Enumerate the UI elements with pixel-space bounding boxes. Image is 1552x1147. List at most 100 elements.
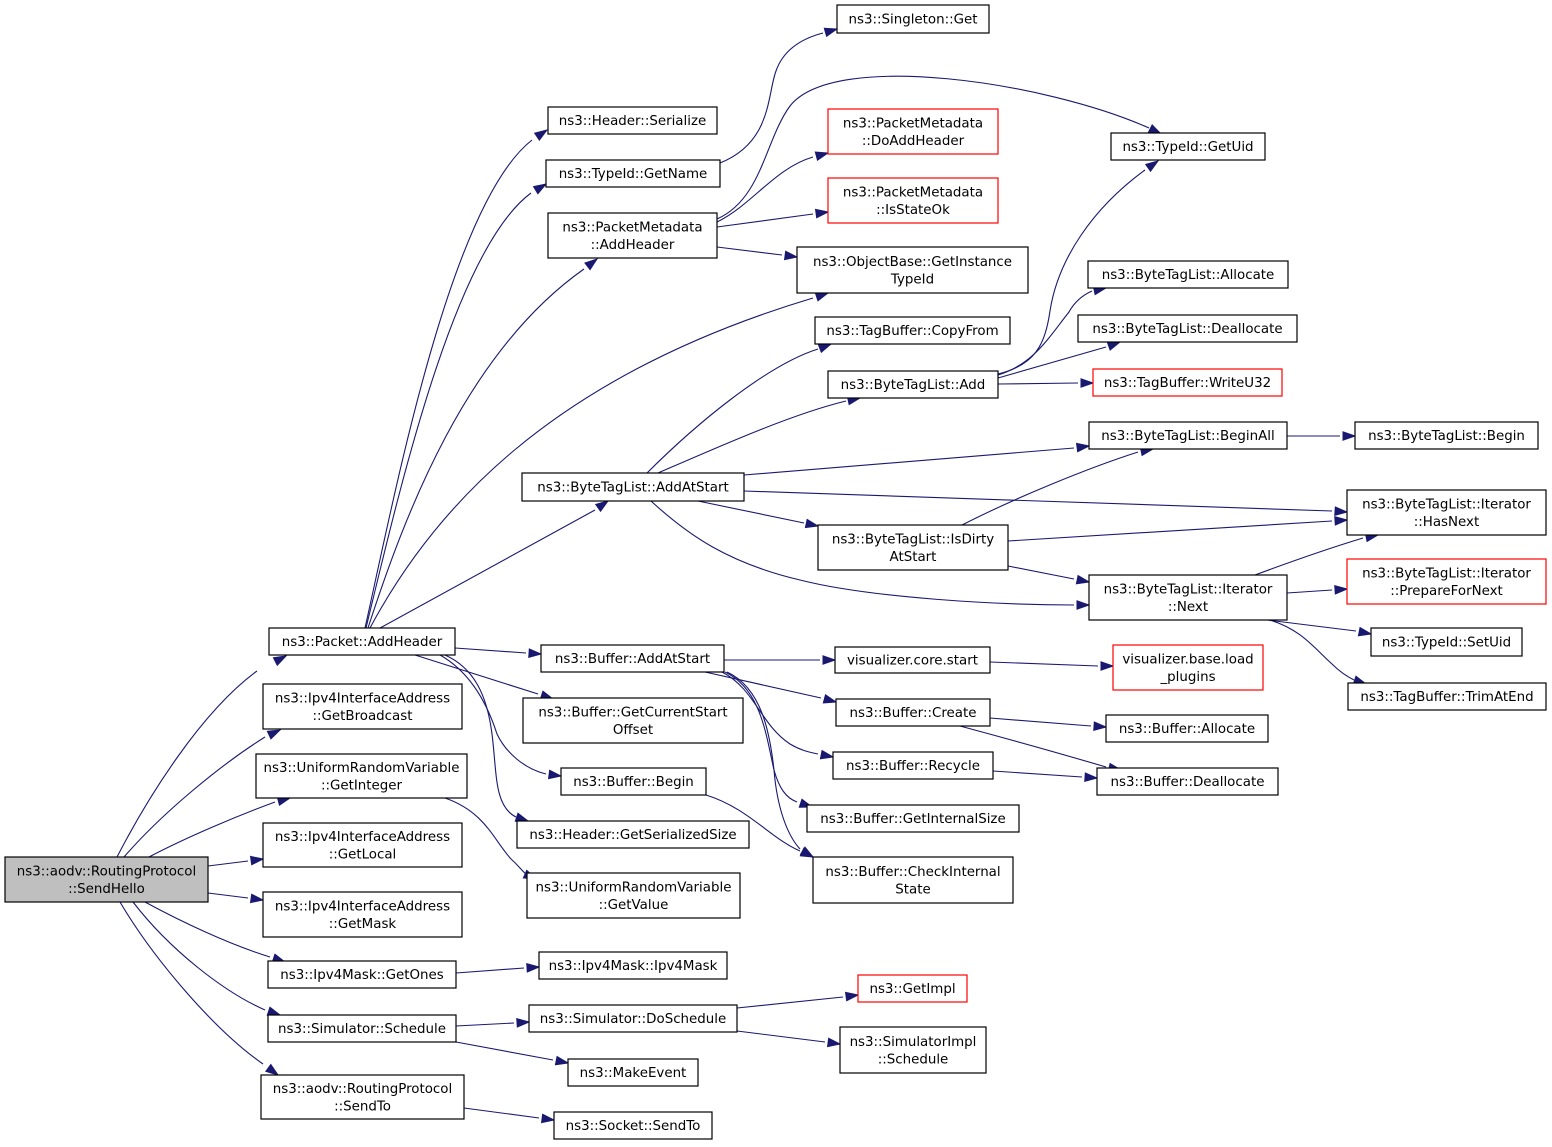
- node-box[interactable]: [834, 646, 991, 674]
- node-box[interactable]: [806, 804, 1020, 833]
- node-box[interactable]: [1105, 714, 1269, 743]
- node-ipv4ia-getlocal[interactable]: ns3::Ipv4InterfaceAddress::GetLocal: [262, 822, 463, 868]
- node-box[interactable]: [567, 1058, 699, 1087]
- node-ipv4ia-getbroadcast[interactable]: ns3::Ipv4InterfaceAddress::GetBroadcast: [262, 683, 463, 730]
- node-box[interactable]: [268, 627, 456, 656]
- node-box[interactable]: [1096, 767, 1279, 796]
- node-box[interactable]: [267, 960, 457, 989]
- node-box[interactable]: [516, 820, 750, 849]
- node-box[interactable]: [547, 106, 718, 135]
- node-box[interactable]: [1112, 644, 1264, 691]
- node-box[interactable]: [1088, 421, 1288, 450]
- node-box[interactable]: [796, 246, 1029, 294]
- node-urv-getvalue[interactable]: ns3::UniformRandomVariable::GetValue: [526, 872, 741, 919]
- node-simimpl-schedule[interactable]: ns3::SimulatorImpl::Schedule: [839, 1026, 987, 1074]
- node-buffer-begin[interactable]: ns3::Buffer::Begin: [560, 767, 707, 796]
- node-box[interactable]: [827, 370, 999, 399]
- node-box[interactable]: [538, 951, 728, 980]
- node-box[interactable]: [255, 753, 468, 799]
- node-box[interactable]: [1077, 314, 1298, 343]
- node-getimpl[interactable]: ns3::GetImpl: [857, 974, 968, 1003]
- node-box[interactable]: [832, 751, 994, 780]
- node-buffer-allocate[interactable]: ns3::Buffer::Allocate: [1105, 714, 1269, 743]
- node-tagbuffer-writeu32[interactable]: ns3::TagBuffer::WriteU32: [1092, 368, 1283, 397]
- node-box[interactable]: [812, 856, 1014, 904]
- node-pm-doaddheader[interactable]: ns3::PacketMetadata::DoAddHeader: [827, 108, 999, 155]
- node-box[interactable]: [1346, 558, 1547, 605]
- node-buffer-addatstart[interactable]: ns3::Buffer::AddAtStart: [540, 644, 725, 673]
- node-btl-iter-hasnext[interactable]: ns3::ByteTagList::Iterator::HasNext: [1346, 489, 1547, 536]
- node-tagbuffer-copyfrom[interactable]: ns3::TagBuffer::CopyFrom: [814, 316, 1011, 345]
- node-typeid-getname[interactable]: ns3::TypeId::GetName: [545, 159, 721, 188]
- node-root[interactable]: ns3::aodv::RoutingProtocol::SendHello: [4, 856, 209, 903]
- node-btl-begin[interactable]: ns3::ByteTagList::Begin: [1354, 421, 1539, 450]
- node-header-getserializedsize[interactable]: ns3::Header::GetSerializedSize: [516, 820, 750, 849]
- node-box[interactable]: [814, 316, 1011, 345]
- node-header-serialize[interactable]: ns3::Header::Serialize: [547, 106, 718, 135]
- node-box[interactable]: [857, 974, 968, 1003]
- node-buffer-getinternalsize[interactable]: ns3::Buffer::GetInternalSize: [806, 804, 1020, 833]
- node-box[interactable]: [260, 1074, 465, 1120]
- node-box[interactable]: [262, 891, 463, 938]
- node-pm-addheader[interactable]: ns3::PacketMetadata::AddHeader: [547, 212, 718, 259]
- node-box[interactable]: [1346, 489, 1547, 536]
- node-sim-schedule[interactable]: ns3::Simulator::Schedule: [267, 1014, 457, 1043]
- node-aodv-sendto[interactable]: ns3::aodv::RoutingProtocol::SendTo: [260, 1074, 465, 1120]
- node-buffer-create[interactable]: ns3::Buffer::Create: [835, 698, 991, 727]
- node-pm-isstateok[interactable]: ns3::PacketMetadata::IsStateOk: [827, 177, 999, 224]
- node-box[interactable]: [262, 683, 463, 730]
- node-socket-sendto[interactable]: ns3::Socket::SendTo: [553, 1111, 713, 1140]
- node-ipv4ia-getmask[interactable]: ns3::Ipv4InterfaceAddress::GetMask: [262, 891, 463, 938]
- node-sim-doschedule[interactable]: ns3::Simulator::DoSchedule: [528, 1004, 738, 1033]
- node-btl-beginall[interactable]: ns3::ByteTagList::BeginAll: [1088, 421, 1288, 450]
- node-box[interactable]: [817, 524, 1009, 571]
- node-box[interactable]: [267, 1014, 457, 1043]
- node-btl-add[interactable]: ns3::ByteTagList::Add: [827, 370, 999, 399]
- node-btl-iter-next[interactable]: ns3::ByteTagList::Iterator::Next: [1088, 574, 1288, 621]
- node-box[interactable]: [547, 212, 718, 259]
- node-ipv4mask-getones[interactable]: ns3::Ipv4Mask::GetOnes: [267, 960, 457, 989]
- node-box[interactable]: [835, 698, 991, 727]
- node-typeid-setuid[interactable]: ns3::TypeId::SetUid: [1370, 627, 1523, 657]
- node-box[interactable]: [1110, 132, 1266, 161]
- node-buffer-recycle[interactable]: ns3::Buffer::Recycle: [832, 751, 994, 780]
- node-tagbuffer-trimatend[interactable]: ns3::TagBuffer::TrimAtEnd: [1347, 682, 1547, 711]
- node-box[interactable]: [540, 644, 725, 673]
- node-box[interactable]: [560, 767, 707, 796]
- node-box[interactable]: [522, 697, 744, 744]
- node-btl-deallocate[interactable]: ns3::ByteTagList::Deallocate: [1077, 314, 1298, 343]
- node-box[interactable]: [1347, 682, 1547, 711]
- node-singleton-get[interactable]: ns3::Singleton::Get: [836, 4, 990, 34]
- node-makeevent[interactable]: ns3::MakeEvent: [567, 1058, 699, 1087]
- node-box[interactable]: [526, 872, 741, 919]
- node-box[interactable]: [4, 856, 209, 903]
- node-box[interactable]: [1092, 368, 1283, 397]
- node-box[interactable]: [839, 1026, 987, 1074]
- node-box[interactable]: [1354, 421, 1539, 450]
- node-urv-getinteger[interactable]: ns3::UniformRandomVariable::GetInteger: [255, 753, 468, 799]
- node-ipv4mask-ipv4mask[interactable]: ns3::Ipv4Mask::Ipv4Mask: [538, 951, 728, 980]
- node-box[interactable]: [1370, 627, 1523, 657]
- node-box[interactable]: [1088, 574, 1288, 621]
- node-buffer-deallocate[interactable]: ns3::Buffer::Deallocate: [1096, 767, 1279, 796]
- node-btl-addatstart[interactable]: ns3::ByteTagList::AddAtStart: [521, 472, 745, 502]
- node-box[interactable]: [836, 4, 990, 34]
- node-box[interactable]: [827, 177, 999, 224]
- node-box[interactable]: [545, 159, 721, 188]
- node-box[interactable]: [553, 1111, 713, 1140]
- node-box[interactable]: [528, 1004, 738, 1033]
- node-packet-addheader[interactable]: ns3::Packet::AddHeader: [268, 627, 456, 656]
- node-vis-core-start[interactable]: visualizer.core.start: [834, 646, 991, 674]
- node-box[interactable]: [1087, 260, 1289, 289]
- node-btl-iter-preparefornext[interactable]: ns3::ByteTagList::Iterator::PrepareForNe…: [1346, 558, 1547, 605]
- node-box[interactable]: [827, 108, 999, 155]
- node-vis-base-loadplugins[interactable]: visualizer.base.load_plugins: [1112, 644, 1264, 691]
- node-box[interactable]: [521, 472, 745, 502]
- node-typeid-getuid[interactable]: ns3::TypeId::GetUid: [1110, 132, 1266, 161]
- node-btl-allocate[interactable]: ns3::ByteTagList::Allocate: [1087, 260, 1289, 289]
- node-box[interactable]: [262, 822, 463, 868]
